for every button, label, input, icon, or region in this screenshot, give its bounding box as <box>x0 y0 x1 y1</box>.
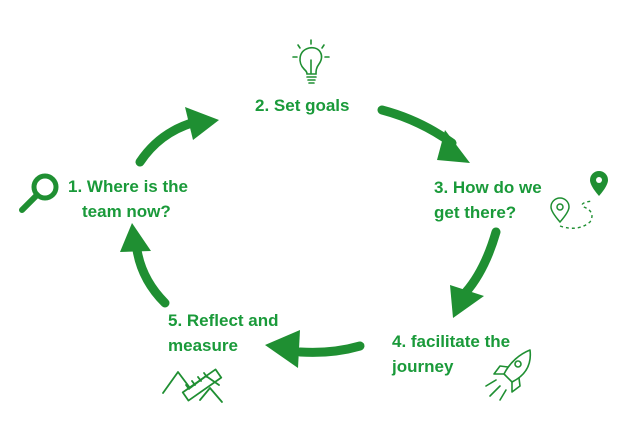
dashed-route <box>559 200 593 229</box>
arrow-step3-to-step4 <box>461 227 501 297</box>
step-2-label: 2. Set goals <box>255 93 349 118</box>
step-4-line-2: journey <box>392 357 454 376</box>
step-3-label: 3. How do we get there? <box>434 175 542 225</box>
step-3-line-2: get there? <box>434 203 517 222</box>
step-4-label: 4. facilitate the journey <box>392 329 510 379</box>
arrowhead-step3 <box>437 130 470 163</box>
step-1-line-1: 1. Where is the <box>68 177 188 196</box>
step-2-line-1: 2. Set goals <box>255 96 350 115</box>
step-5-line-1: 5. Reflect and <box>168 311 279 330</box>
map-pin-filled-icon <box>590 171 608 196</box>
map-pin-outline-icon <box>550 197 570 224</box>
arrow-step4-to-step5 <box>295 341 365 357</box>
step-1-line-2: team now? <box>82 202 171 221</box>
arrowhead-step5 <box>265 330 300 368</box>
step-3-line-1: 3. How do we <box>434 178 542 197</box>
step-4-line-1: 4. facilitate the <box>392 332 511 351</box>
arrow-step5-to-step1 <box>132 245 170 308</box>
step-5-line-2: measure <box>168 336 238 355</box>
arrow-step1-to-step2 <box>135 117 200 167</box>
step-1-label: 1. Where is the team now? <box>68 174 188 224</box>
arrowhead-step2 <box>185 107 219 140</box>
arrowhead-step4 <box>450 285 484 318</box>
step-5-label: 5. Reflect and measure <box>168 308 279 358</box>
arrowhead-step1 <box>120 223 151 252</box>
